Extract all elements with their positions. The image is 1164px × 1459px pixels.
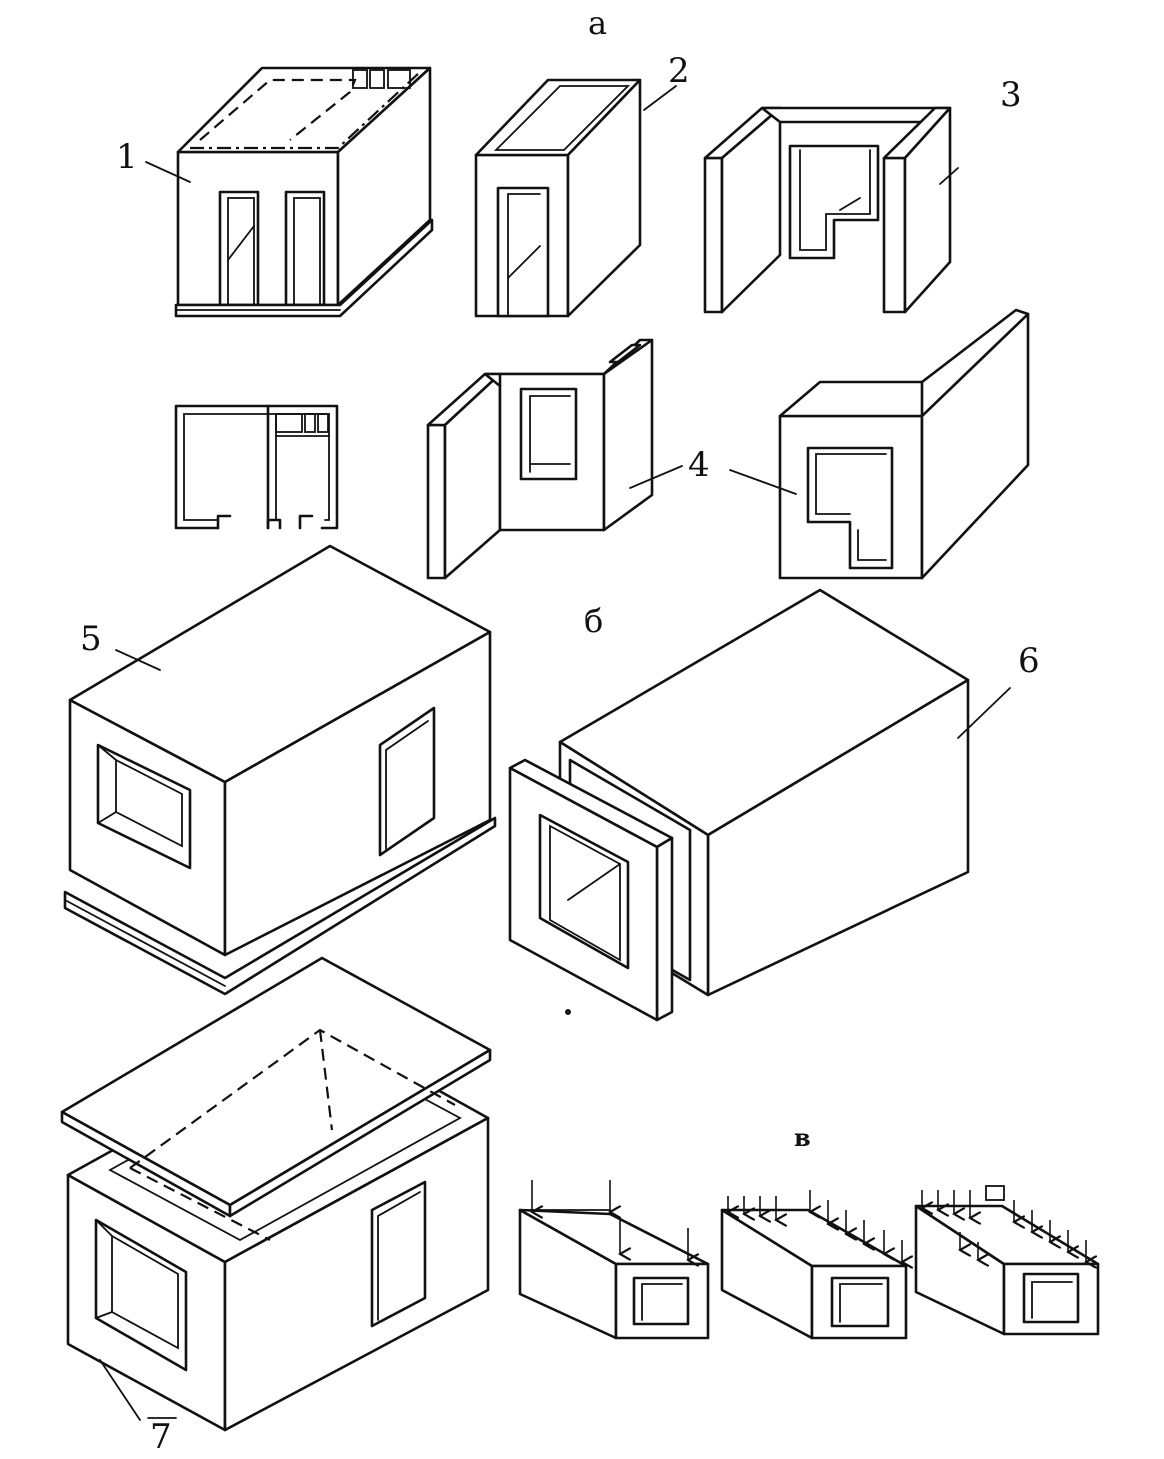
leader-3 bbox=[939, 167, 959, 185]
leader-5 bbox=[115, 649, 161, 671]
section-label-a: а bbox=[588, 4, 607, 42]
section-label-b: б bbox=[584, 602, 603, 640]
block-2 bbox=[474, 78, 642, 318]
leader-4a bbox=[629, 465, 683, 489]
section-label-c: в bbox=[794, 1123, 811, 1152]
block-4a bbox=[426, 338, 654, 580]
block-plan-view bbox=[174, 404, 339, 530]
leader-4b bbox=[729, 469, 797, 495]
label-2: 2 bbox=[668, 51, 690, 91]
block-1 bbox=[174, 66, 434, 318]
leader-7 bbox=[99, 1359, 141, 1421]
load-scheme-1 bbox=[518, 1180, 710, 1340]
load-scheme-3 bbox=[914, 1185, 1100, 1336]
label-7: 7 bbox=[150, 1417, 172, 1457]
label-6: 6 bbox=[1018, 641, 1040, 681]
label-4: 4 bbox=[688, 445, 710, 485]
leader-6 bbox=[957, 687, 1011, 739]
speck-dot bbox=[565, 1009, 571, 1015]
block-3 bbox=[703, 106, 952, 314]
label-5: 5 bbox=[80, 619, 102, 659]
block-5 bbox=[63, 544, 497, 996]
leader-1 bbox=[145, 161, 191, 183]
block-4b bbox=[778, 308, 1030, 580]
label-3: 3 bbox=[1000, 75, 1022, 115]
label-1: 1 bbox=[116, 137, 138, 177]
block-7 bbox=[60, 956, 492, 1432]
block-6 bbox=[508, 588, 970, 1022]
load-scheme-2 bbox=[720, 1190, 906, 1340]
leader-2 bbox=[643, 85, 677, 111]
